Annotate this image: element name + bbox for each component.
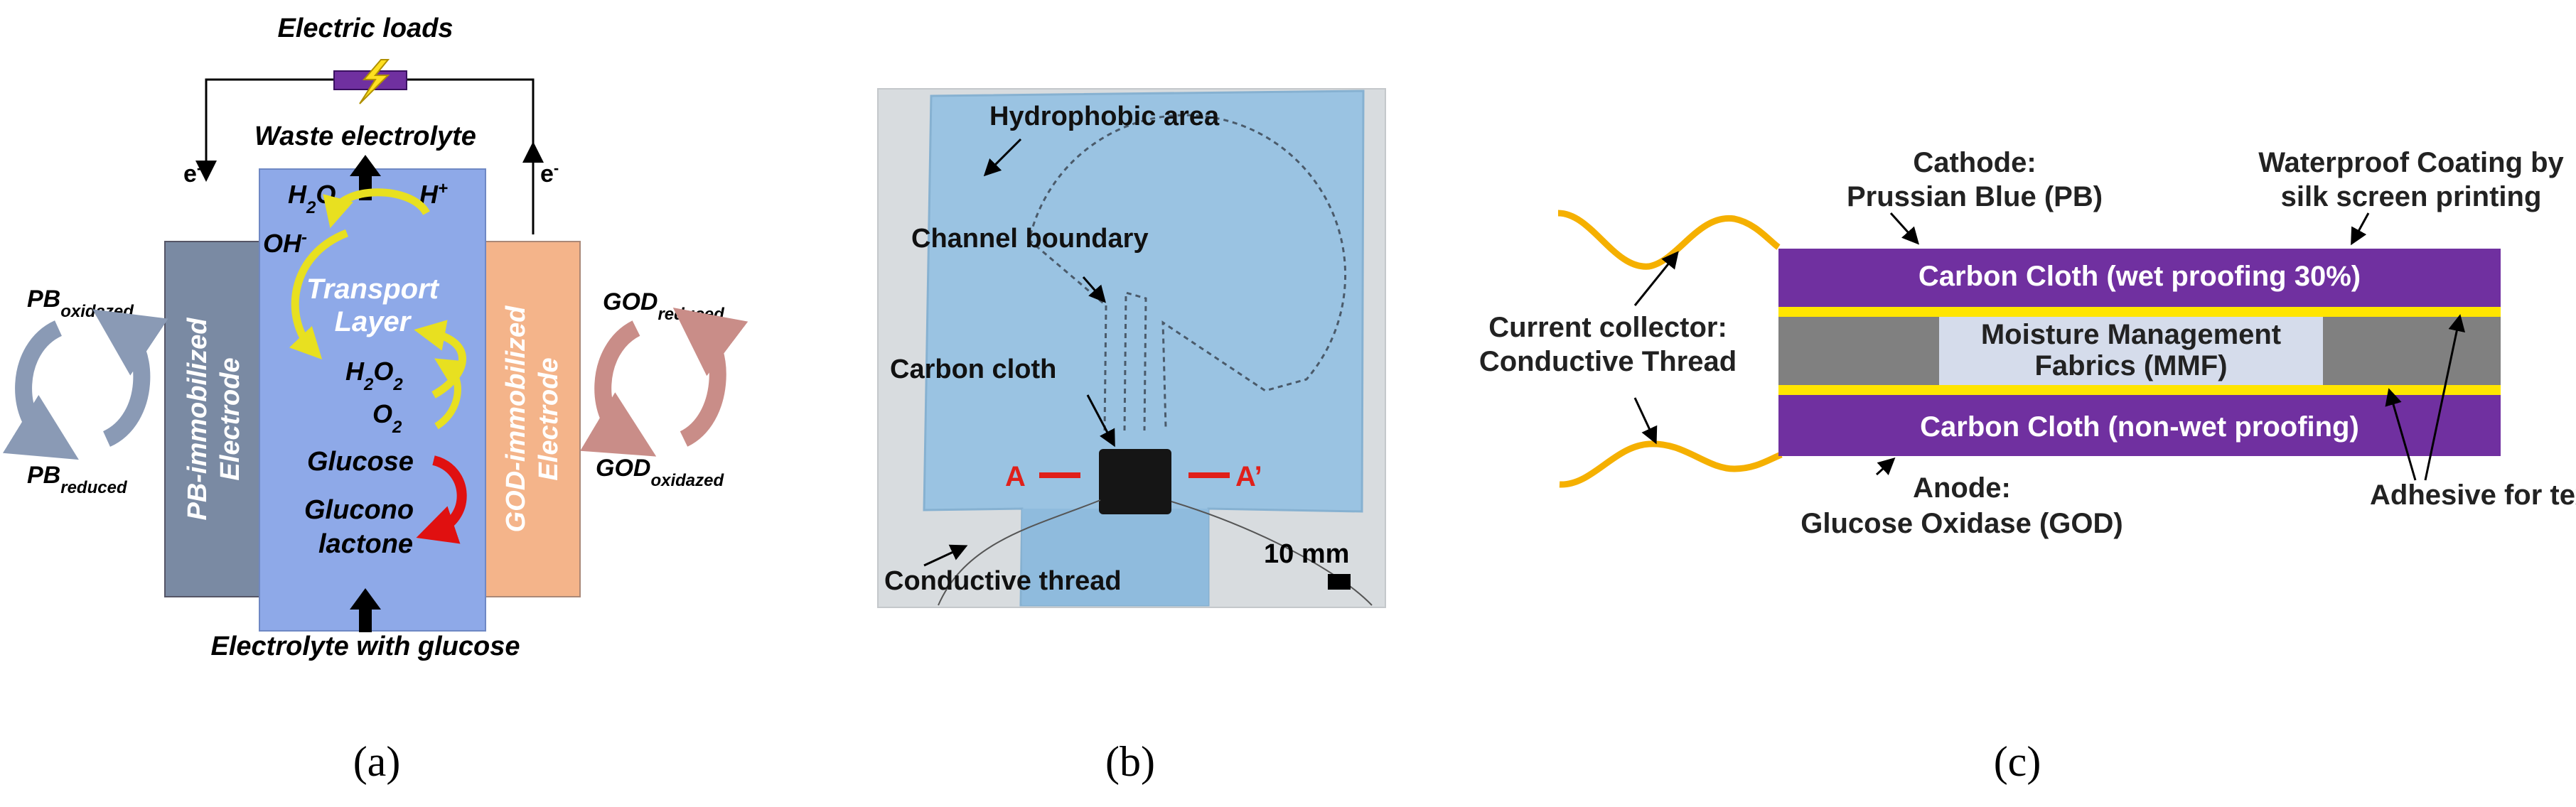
pb-cycle-arrow-right: [92, 309, 168, 447]
god-cycle-arrow-left: [580, 320, 657, 457]
hydrophobic-area-label: Hydrophobic area: [989, 102, 1220, 131]
mmf-label-2: Fabrics (MMF): [2034, 350, 2227, 381]
adhesive-bottom-layer: [1778, 385, 2501, 395]
marker-a: A: [1005, 461, 1026, 492]
god-oxidized-label: GODoxidazed: [596, 455, 724, 490]
yellow-arrow-left: [289, 229, 349, 359]
glucono-label-1: Glucono: [304, 495, 414, 525]
panel-a: Electric loads Waste electrolyte PB-immo…: [2, 13, 748, 785]
carbon-top-label: Carbon Cloth (wet proofing 30%): [1918, 261, 2361, 292]
carbon-bottom-label: Carbon Cloth (non-wet proofing): [1920, 411, 2359, 443]
outflow-arrow-icon: [350, 155, 381, 200]
waterproof-arrow: [2351, 212, 2370, 246]
anode-label-1: Anode:: [1913, 472, 2011, 504]
waste-electrolyte-label: Waste electrolyte: [254, 121, 476, 151]
god-reduced-label: GODreduced: [603, 288, 725, 324]
transport-label-1: Transport: [306, 273, 440, 305]
caption-c: (c): [1994, 738, 2041, 785]
god-electrode-label-2: Electrode: [534, 357, 564, 480]
conductive-thread-label: Conductive thread: [884, 566, 1122, 596]
yellow-arrow-top: [323, 188, 430, 229]
lightning-icon: [359, 59, 390, 104]
electron-label-right: e-: [540, 159, 559, 188]
caption-b: (b): [1105, 738, 1155, 785]
anode-label-2: Glucose Oxidase (GOD): [1800, 508, 2122, 539]
carbon-cloth-label: Carbon cloth: [890, 354, 1056, 384]
adhesive-arrow-2: [2424, 314, 2466, 481]
channel-boundary-label: Channel boundary: [911, 224, 1149, 254]
conductive-thread-arrow: [923, 544, 968, 567]
pb-cycle-arrow-left: [2, 320, 79, 460]
h2o2-label: H2O2: [345, 357, 403, 394]
glucono-label-2: lactone: [318, 529, 413, 559]
inflow-arrow-icon: [350, 588, 381, 632]
pb-electrode: [164, 241, 262, 597]
channel-boundary-arrow: [1082, 276, 1106, 303]
channel-boundary-line: [1028, 114, 1347, 431]
mmf-layer: [1939, 317, 2323, 385]
conductive-thread-right: [1171, 501, 1373, 606]
electrolyte-with-glucose-label: Electrolyte with glucose: [211, 632, 520, 661]
panel-b: A A’ Hydrophobic area Channel boundary C…: [877, 88, 1386, 785]
waterproof-label-1: Waterproof Coating by: [2258, 147, 2564, 178]
pb-electrode-label-2: Electrode: [215, 357, 245, 480]
waterproof-label-2: silk screen printing: [2281, 181, 2542, 212]
adhesive-label: Adhesive for textile: [2370, 480, 2576, 511]
anode-arrow: [1875, 457, 1896, 476]
channel-boundary-inner: [1123, 291, 1147, 431]
cathode-arrow: [1889, 212, 1920, 245]
oh-minus-label: OH-: [263, 228, 307, 259]
marker-a-prime-line: [1188, 472, 1230, 478]
electron-label-left: e-: [183, 159, 202, 188]
pb-electrode-label-1: PB-immobilized: [183, 318, 213, 521]
hydrophobic-arrow: [983, 138, 1022, 177]
adhesive-top-layer: [1778, 307, 2501, 317]
electric-loads-label: Electric loads: [277, 13, 453, 43]
current-collector-label-2: Conductive Thread: [1479, 346, 1737, 377]
carbon-cloth-patch: [1099, 449, 1171, 514]
yellow-arrow-o2: [434, 358, 466, 430]
pb-oxidized-label: PBoxidazed: [27, 286, 134, 321]
carbon-cloth-arrow: [1086, 394, 1115, 448]
conductive-thread-left: [938, 499, 1101, 606]
o2-label: O2: [372, 399, 402, 437]
scale-bar-label: 10 mm: [1264, 539, 1349, 569]
caption-a: (a): [353, 738, 401, 785]
mmf-label-1: Moisture Management: [1981, 319, 2281, 350]
marker-a-prime: A’: [1235, 461, 1262, 492]
scale-bar: [1328, 574, 1351, 590]
god-electrode: [483, 241, 581, 597]
glucose-label: Glucose: [307, 447, 414, 477]
carbon-cloth-bottom-layer: [1778, 395, 2501, 456]
transport-layer: [259, 168, 486, 632]
red-arrow: [416, 455, 467, 544]
pb-reduced-label: PBreduced: [27, 462, 128, 497]
conductive-thread-bottom: [1559, 440, 1783, 488]
current-collector-arrow-up: [1633, 251, 1679, 306]
fabric-tab: [1022, 509, 1208, 605]
transport-label-2: Layer: [335, 306, 412, 337]
carbon-cloth-top-layer: [1778, 249, 2501, 307]
current-collector-label-1: Current collector:: [1488, 312, 1727, 343]
conductive-thread-top: [1557, 210, 1781, 270]
cathode-label-2: Prussian Blue (PB): [1847, 181, 2103, 212]
panel-c: Carbon Cloth (wet proofing 30%) Moisture…: [1479, 147, 2576, 785]
god-electrode-label-1: GOD-immobilized: [501, 305, 531, 533]
cathode-label-1: Cathode:: [1913, 147, 2036, 178]
photo-frame: [877, 88, 1386, 608]
god-cycle-arrow-right: [672, 307, 748, 447]
current-collector-arrow-down: [1633, 397, 1658, 445]
marker-a-line: [1039, 472, 1080, 478]
adhesive-arrow-1: [2385, 388, 2417, 481]
